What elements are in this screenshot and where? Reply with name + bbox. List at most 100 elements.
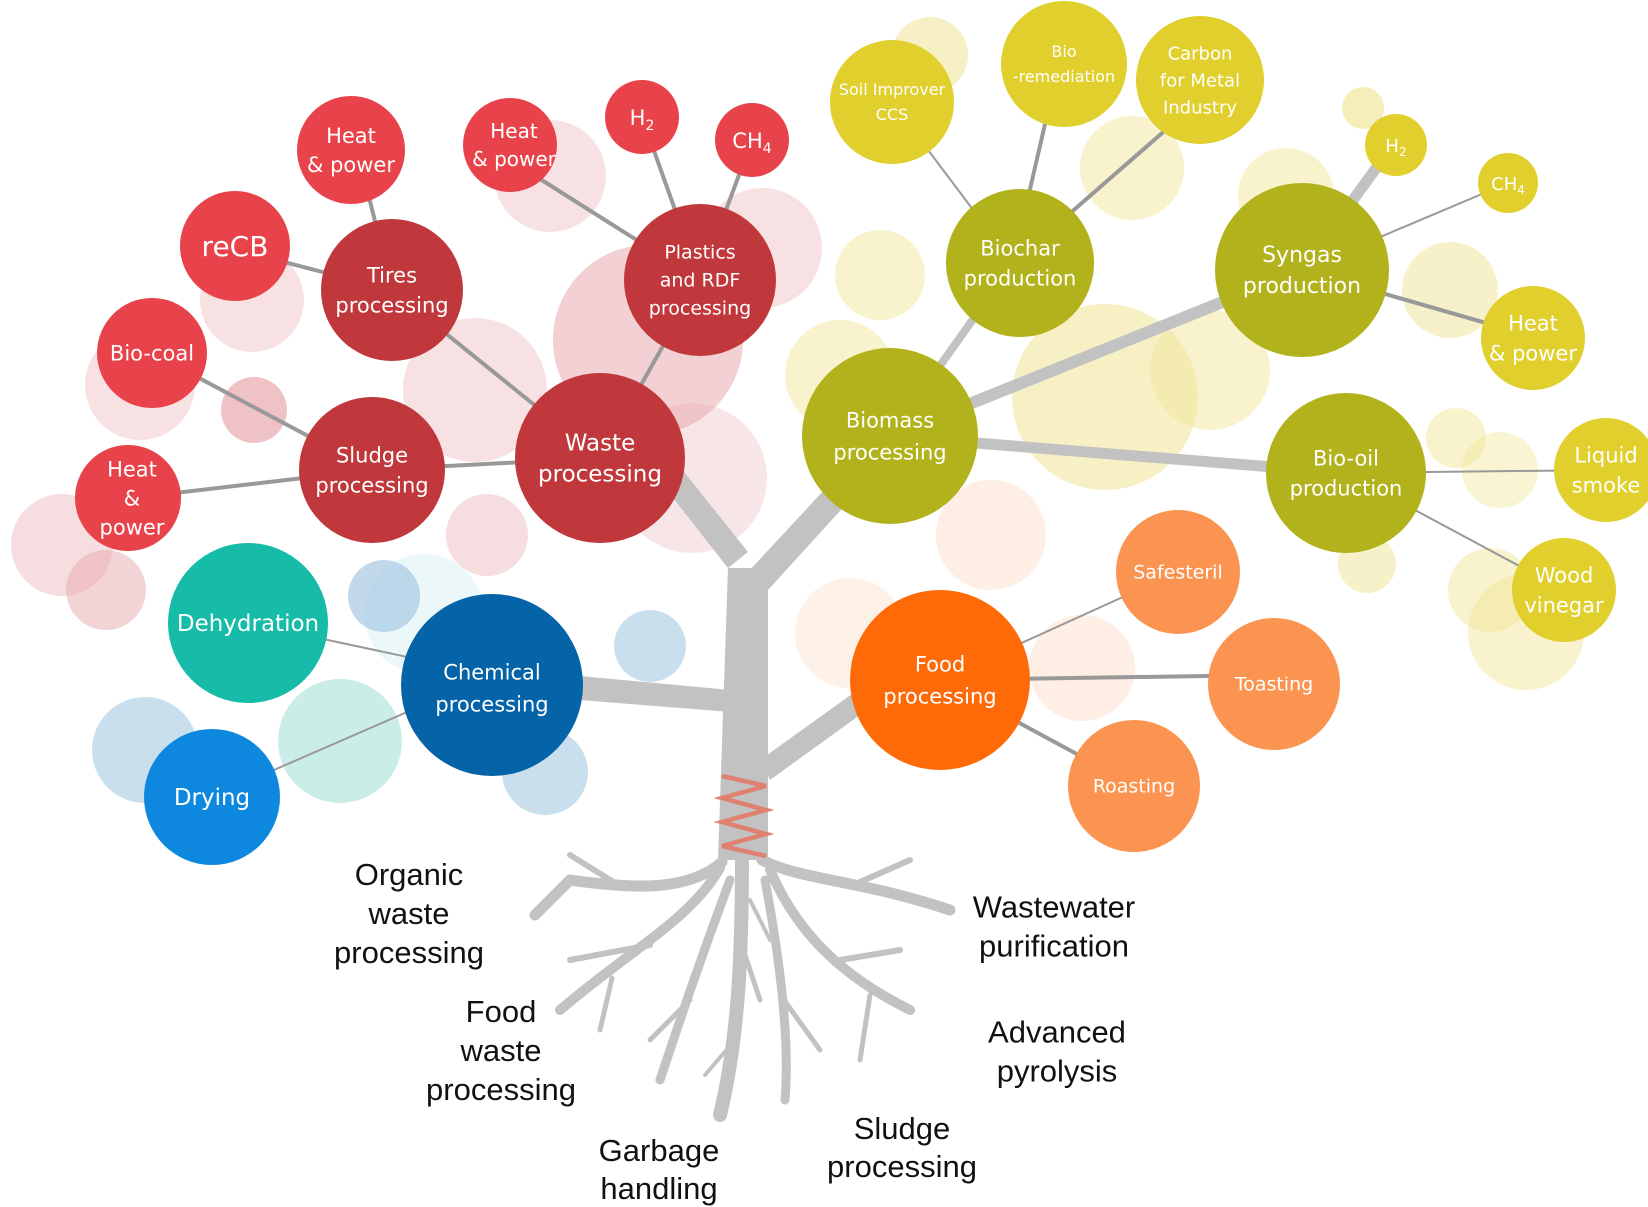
chemical-processing-node[interactable]: Chemical processing — [401, 594, 583, 776]
safesteril-label: Safesteril — [1133, 562, 1223, 584]
syngas-heat-power-label: Heat & power — [1489, 311, 1577, 365]
label-line: processing — [833, 440, 946, 464]
syngas-h2-node[interactable]: H2 — [1365, 114, 1427, 176]
roasting-label: Roasting — [1093, 776, 1175, 798]
sludge-heat-power-node[interactable]: Heat&power — [75, 445, 181, 551]
bioremediation-node[interactable]: Bio -remediation — [1001, 1, 1127, 127]
label-line: Heat — [490, 119, 538, 143]
plastics-rdf-processing-node[interactable]: Plastics and RDF processing — [624, 204, 776, 356]
label-line: production — [1290, 476, 1403, 500]
toasting-node[interactable]: Toasting — [1208, 618, 1340, 750]
bio-coal-node[interactable]: Bio-coal — [97, 298, 207, 408]
label-line: Dehydration — [177, 611, 319, 637]
label-line: & power — [307, 153, 395, 177]
label-line: -remediation — [1013, 67, 1115, 86]
bioremediation-label: Bio -remediation — [1013, 42, 1115, 86]
label-line: Biomass — [846, 408, 934, 432]
label-line: Plastics — [664, 242, 735, 264]
label-line: processing — [649, 298, 751, 320]
label-line: waste — [368, 896, 450, 931]
label-line: processing — [883, 684, 996, 708]
label-line: Wastewater — [973, 889, 1136, 924]
plastics-rdf-processing-label: Plastics and RDF processing — [649, 242, 751, 320]
label-line: processing — [426, 1072, 576, 1107]
recb-label: reCB — [202, 230, 269, 263]
safesteril-node[interactable]: Safesteril — [1116, 510, 1240, 634]
biomass-processing-node[interactable]: Biomass processing — [802, 348, 978, 524]
label-line: processing — [435, 692, 548, 716]
label-line: waste — [460, 1033, 542, 1068]
label-line: Liquid — [1574, 443, 1637, 467]
drying-node[interactable]: Drying — [144, 729, 280, 865]
label-line: handling — [600, 1171, 717, 1206]
label-line: Drying — [174, 785, 250, 811]
label-line: processing — [538, 462, 662, 488]
roasting-node[interactable]: Roasting — [1068, 720, 1200, 852]
waste-processing-label: Waste processing — [538, 431, 662, 488]
label-line: Biochar — [980, 236, 1060, 260]
plastics-ch4-label: CH4 — [732, 129, 771, 157]
dehydration-node[interactable]: Dehydration — [168, 543, 328, 703]
label-line: Toasting — [1234, 674, 1313, 696]
label-line: Sludge — [336, 443, 408, 467]
heating-coil — [713, 773, 775, 859]
label-line: & power — [472, 147, 557, 171]
biomass-processing-label: Biomass processing — [833, 408, 946, 464]
plastics-h2-label: H2 — [630, 106, 655, 134]
label-line: Food — [466, 994, 537, 1029]
bio-coal-label: Bio-coal — [110, 341, 194, 365]
tires-heat-power-node[interactable]: Heat & power — [297, 96, 405, 204]
label-line: processing — [334, 935, 484, 970]
label-line: Garbage — [599, 1133, 720, 1168]
syngas-heat-power-node[interactable]: Heat & power — [1481, 286, 1585, 390]
label-line: Wood — [1535, 563, 1594, 587]
label-line: and RDF — [660, 270, 741, 292]
recb-node[interactable]: reCB — [180, 191, 290, 301]
drying-label: Drying — [174, 785, 250, 811]
label-line: Heat — [1508, 311, 1558, 335]
dehydration-label: Dehydration — [177, 611, 319, 637]
plastics-heat-power-node[interactable]: Heat & power — [463, 98, 557, 192]
label-line: Heat — [326, 124, 376, 148]
label-line: Waste — [565, 431, 636, 457]
label-line: pyrolysis — [997, 1053, 1118, 1088]
tree-roots — [529, 851, 956, 1122]
label-line: Chemical — [443, 660, 540, 684]
label-line: for Metal — [1160, 70, 1240, 91]
label-line: Tires — [366, 263, 417, 287]
plastics-h2-node[interactable]: H2 — [605, 80, 679, 154]
label-line: Industry — [1163, 97, 1237, 118]
waste-processing-node[interactable]: Waste processing — [515, 373, 685, 543]
label-line: Carbon — [1168, 43, 1233, 64]
tires-heat-power-label: Heat & power — [307, 124, 395, 177]
label-line: & power — [1489, 341, 1577, 365]
label-line: production — [1243, 274, 1361, 299]
plastics-ch4-node[interactable]: CH4 — [715, 103, 789, 177]
label-line: Bio — [1051, 42, 1076, 61]
syngas-ch4-node[interactable]: CH4 — [1478, 153, 1538, 213]
sludge-heat-power-label: Heat&power — [100, 457, 165, 539]
toasting-label: Toasting — [1234, 674, 1313, 696]
